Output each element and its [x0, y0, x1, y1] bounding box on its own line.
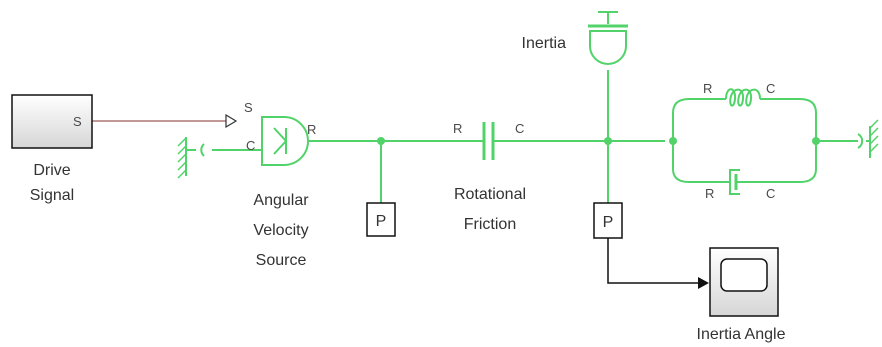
- velocity-source-port-r: R: [307, 122, 316, 137]
- junction-dot: [669, 137, 677, 145]
- signal-line-scope[interactable]: [607, 238, 698, 284]
- ground-reference-left-icon[interactable]: [177, 137, 196, 179]
- rotational-damper-block[interactable]: [729, 169, 755, 195]
- damper-port-c: C: [766, 186, 775, 201]
- connections: [92, 70, 858, 289]
- ground-reference-right-icon[interactable]: [857, 119, 879, 158]
- sensor-right-block[interactable]: P: [593, 202, 623, 239]
- rotational-friction-block[interactable]: [478, 122, 498, 160]
- velocity-source-port-s: S: [244, 100, 253, 115]
- scope-screen-icon: [720, 258, 768, 292]
- junction-dot: [377, 137, 385, 145]
- friction-label-line1: Rotational: [454, 186, 526, 203]
- friction-port-r: R: [453, 121, 462, 136]
- sensor-left-text: P: [376, 213, 387, 230]
- velocity-source-label-line2: Velocity: [253, 222, 308, 239]
- drive-signal-label-line1: Drive: [33, 162, 70, 179]
- velocity-source-label-line1: Angular: [253, 192, 309, 209]
- inertia-block[interactable]: [588, 11, 628, 65]
- inertia-label: Inertia: [522, 35, 567, 52]
- scope-block[interactable]: [709, 247, 779, 317]
- velocity-source-port-c: C: [246, 138, 255, 153]
- signal-input-port-icon: [225, 113, 238, 129]
- spring-port-r: R: [703, 81, 712, 96]
- sensor-left-block[interactable]: P: [366, 202, 396, 237]
- drive-signal-port-label: S: [73, 114, 82, 129]
- drive-signal-block[interactable]: S: [11, 94, 93, 149]
- damper-port-r: R: [705, 186, 714, 201]
- junction-dot: [812, 137, 820, 145]
- velocity-source-label-line3: Source: [256, 252, 307, 269]
- rotational-spring-block[interactable]: [725, 88, 761, 107]
- spring-port-c: C: [766, 81, 775, 96]
- arrowhead-icon: [698, 277, 709, 289]
- scope-label: Inertia Angle: [697, 326, 786, 343]
- sensor-right-text: P: [603, 214, 614, 231]
- friction-label-line2: Friction: [464, 216, 516, 233]
- junction-dot: [604, 137, 612, 145]
- friction-port-c: C: [515, 121, 524, 136]
- angular-velocity-source-block[interactable]: [200, 113, 309, 166]
- drive-signal-label-line2: Signal: [30, 187, 74, 204]
